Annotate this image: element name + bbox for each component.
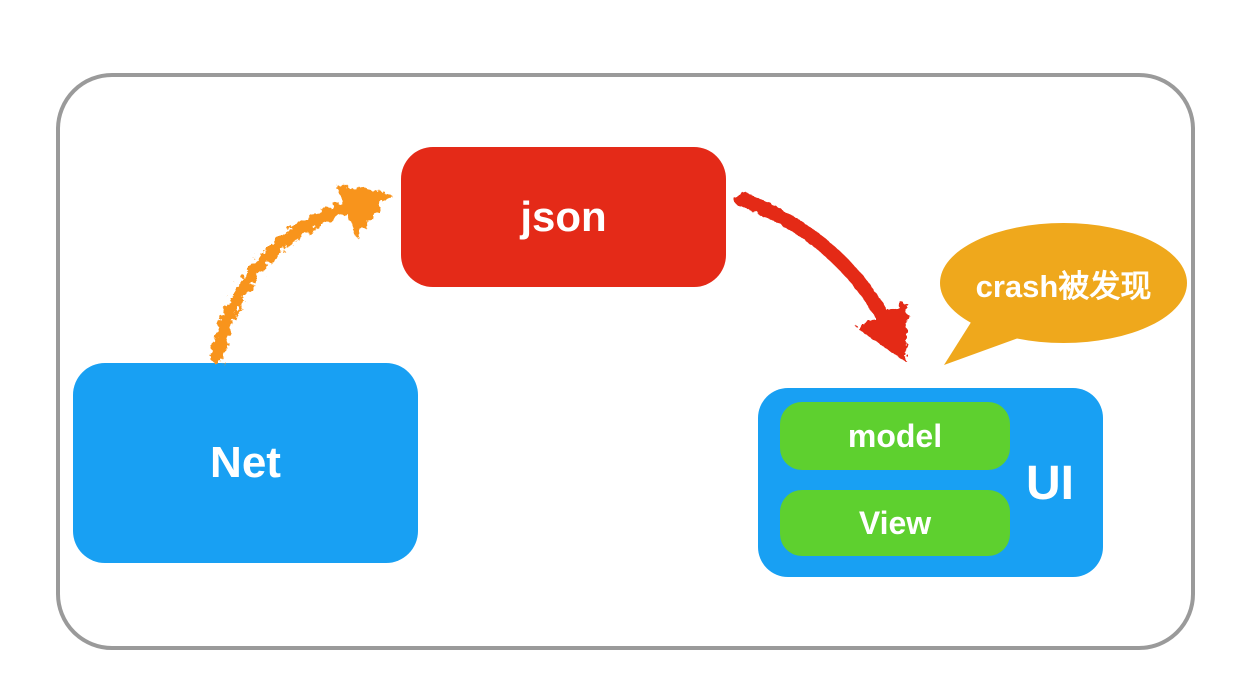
- node-json-label: json: [520, 193, 607, 240]
- node-ui: model View: [758, 388, 1103, 577]
- node-ui-label: UI: [1003, 452, 1097, 514]
- node-net: Net: [73, 363, 418, 563]
- subnode-view: View: [780, 490, 1010, 556]
- subnode-model: model: [780, 402, 1010, 470]
- node-ui-label-text: UI: [1026, 456, 1074, 510]
- node-net-label: Net: [210, 438, 281, 487]
- subnode-model-label: model: [847, 417, 943, 454]
- subnode-view-label: View: [858, 504, 932, 541]
- callout-text: crash被发现: [975, 268, 1152, 304]
- node-json: json: [401, 147, 726, 287]
- diagram-frame: [56, 73, 1195, 650]
- callout-bubble: crash被发现: [940, 223, 1187, 343]
